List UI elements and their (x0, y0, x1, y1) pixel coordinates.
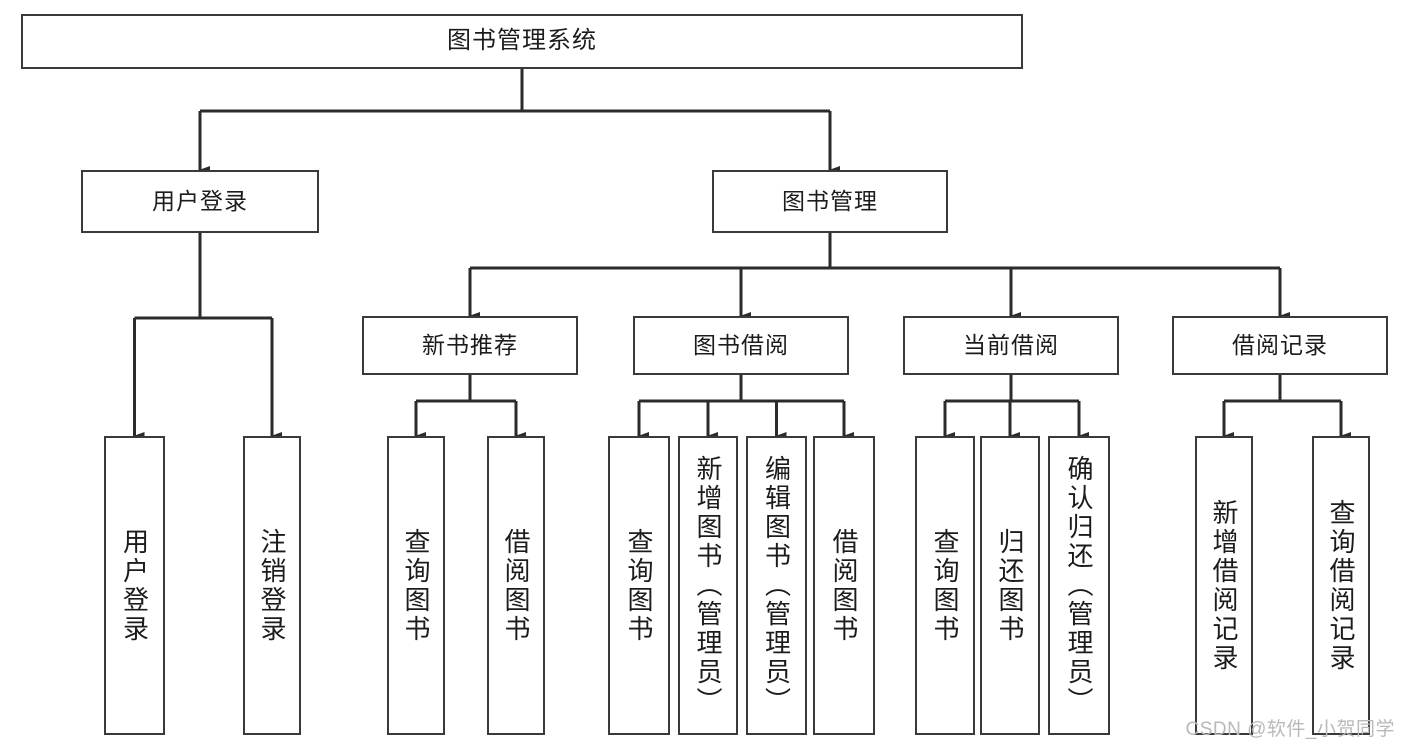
node-label: 用户登录 (152, 187, 248, 214)
node-label: 借阅记录 (1232, 331, 1328, 358)
node-leaf-user-login[interactable]: 用户登录 (104, 436, 165, 735)
node-label: 图书管理 (782, 187, 878, 214)
node-label: 确认归还（管理员） (1064, 455, 1094, 716)
node-leaf-bb-add[interactable]: 新增图书（管理员） (678, 436, 738, 735)
node-label: 图书借阅 (693, 331, 789, 358)
node-leaf-cb-confirm[interactable]: 确认归还（管理员） (1048, 436, 1110, 735)
node-label: 当前借阅 (963, 331, 1059, 358)
node-current-borrow[interactable]: 当前借阅 (903, 316, 1119, 375)
node-leaf-br-add[interactable]: 新增借阅记录 (1195, 436, 1253, 735)
node-label: 归还图书 (995, 527, 1025, 644)
node-leaf-cb-query[interactable]: 查询图书 (915, 436, 975, 735)
node-book-manage[interactable]: 图书管理 (712, 170, 948, 233)
node-label: 查询图书 (930, 527, 960, 644)
node-leaf-br-query[interactable]: 查询借阅记录 (1312, 436, 1370, 735)
node-leaf-rec-query[interactable]: 查询图书 (387, 436, 445, 735)
node-leaf-cb-return[interactable]: 归还图书 (980, 436, 1040, 735)
node-label: 新增图书（管理员） (693, 455, 723, 716)
node-book-borrow[interactable]: 图书借阅 (633, 316, 849, 375)
node-label: 查询图书 (624, 527, 654, 644)
node-leaf-rec-borrow[interactable]: 借阅图书 (487, 436, 545, 735)
node-label: 查询借阅记录 (1326, 498, 1356, 673)
node-borrow-record[interactable]: 借阅记录 (1172, 316, 1388, 375)
node-leaf-bb-borrow[interactable]: 借阅图书 (813, 436, 875, 735)
node-label: 用户登录 (119, 527, 150, 644)
node-leaf-user-logout[interactable]: 注销登录 (243, 436, 301, 735)
watermark-text: CSDN @软件_小贺同学 (1185, 719, 1395, 740)
node-label: 借阅图书 (501, 527, 531, 644)
node-label: 查询图书 (401, 527, 431, 644)
node-user-login[interactable]: 用户登录 (81, 170, 319, 233)
node-label: 新增借阅记录 (1209, 498, 1239, 673)
node-label: 借阅图书 (829, 527, 859, 644)
node-new-book-rec[interactable]: 新书推荐 (362, 316, 578, 375)
node-label: 新书推荐 (422, 331, 518, 358)
node-root[interactable]: 图书管理系统 (21, 14, 1023, 69)
node-leaf-bb-query[interactable]: 查询图书 (608, 436, 670, 735)
node-label: 注销登录 (257, 527, 287, 644)
node-leaf-bb-edit[interactable]: 编辑图书（管理员） (746, 436, 807, 735)
node-label: 编辑图书（管理员） (761, 455, 792, 716)
node-label: 图书管理系统 (447, 27, 597, 55)
